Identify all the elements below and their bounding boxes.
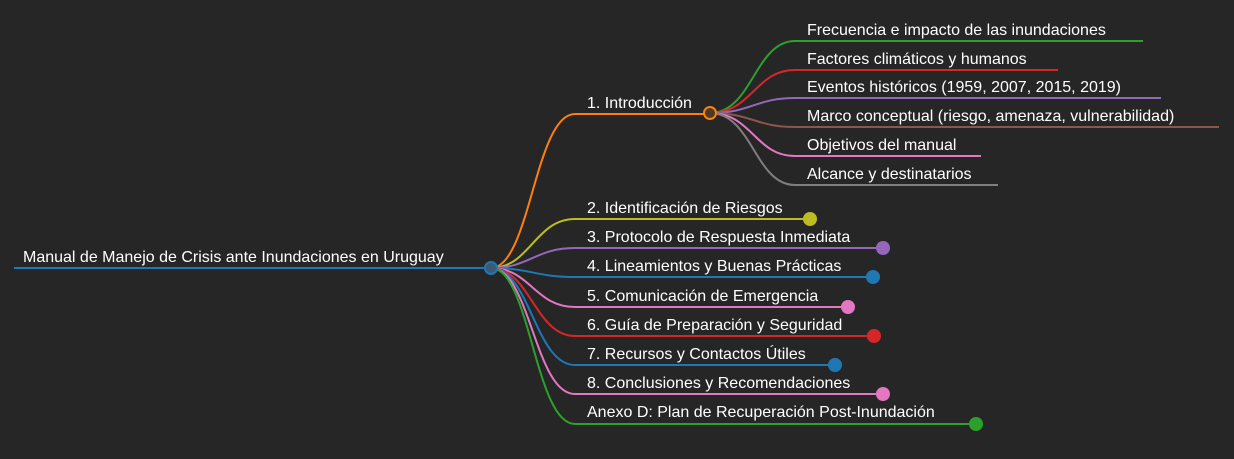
link-root-s6 [490,267,576,337]
section-6-expand-handle[interactable] [867,329,881,343]
link-s1-c6 [709,112,796,186]
section-8-expand-handle[interactable] [876,387,890,401]
child-4-label: Marco conceptual (riesgo, amenaza, vulne… [807,108,1174,125]
root-collapse-handle[interactable] [484,261,498,275]
link-root-s2 [490,218,576,269]
child-node-3[interactable]: Eventos históricos (1959, 2007, 2015, 20… [795,79,1161,99]
child-3-label: Eventos históricos (1959, 2007, 2015, 20… [807,79,1121,96]
section-node-7[interactable]: 7. Recursos y Contactos Útiles [575,344,842,372]
root-node[interactable]: Manual de Manejo de Crisis ante Inundaci… [14,249,498,275]
section-node-8[interactable]: 8. Conclusiones y Recomendaciones [575,375,890,401]
section-9-label: Anexo D: Plan de Recuperación Post-Inund… [587,404,935,421]
child-node-2[interactable]: Factores climáticos y humanos [795,51,1058,71]
section-2-label: 2. Identificación de Riesgos [587,200,783,217]
root-label: Manual de Manejo de Crisis ante Inundaci… [23,249,444,266]
section-1-label: 1. Introducción [587,95,692,112]
links [490,40,796,425]
child-5-label: Objetivos del manual [807,137,956,154]
section-3-label: 3. Protocolo de Respuesta Inmediata [587,229,850,246]
section-9-expand-handle[interactable] [969,417,983,431]
section-6-label: 6. Guía de Preparación y Seguridad [587,317,842,334]
section-7-expand-handle[interactable] [828,358,842,372]
section-1-collapse-handle[interactable] [703,106,717,120]
section-node-5[interactable]: 5. Comunicación de Emergencia [575,288,855,314]
link-s1-c2 [709,69,796,114]
section-node-6[interactable]: 6. Guía de Preparación y Seguridad [575,317,881,343]
section-7-label: 7. Recursos y Contactos Útiles [587,344,806,363]
section-5-expand-handle[interactable] [841,300,855,314]
link-root-s9 [490,267,576,425]
child-1-label: Frecuencia e impacto de las inundaciones [807,22,1106,39]
section-node-9[interactable]: Anexo D: Plan de Recuperación Post-Inund… [575,404,983,431]
link-s1-c1 [709,40,796,114]
link-root-s1 [490,113,576,269]
child-node-6[interactable]: Alcance y destinatarios [795,166,998,186]
section-4-label: 4. Lineamientos y Buenas Prácticas [587,258,841,275]
section-5-label: 5. Comunicación de Emergencia [587,288,818,305]
child-node-4[interactable]: Marco conceptual (riesgo, amenaza, vulne… [795,108,1219,128]
section-node-2[interactable]: 2. Identificación de Riesgos [575,200,817,226]
child-node-1[interactable]: Frecuencia e impacto de las inundaciones [795,22,1143,42]
section-node-3[interactable]: 3. Protocolo de Respuesta Inmediata [575,229,890,255]
child-node-5[interactable]: Objetivos del manual [795,137,981,157]
child-2-label: Factores climáticos y humanos [807,51,1027,68]
child-6-label: Alcance y destinatarios [807,166,972,183]
section-8-label: 8. Conclusiones y Recomendaciones [587,375,850,392]
section-2-expand-handle[interactable] [803,212,817,226]
section-4-expand-handle[interactable] [866,270,880,284]
section-node-1[interactable]: 1. Introducción [575,95,717,120]
section-node-4[interactable]: 4. Lineamientos y Buenas Prácticas [575,258,880,284]
section-3-expand-handle[interactable] [876,241,890,255]
